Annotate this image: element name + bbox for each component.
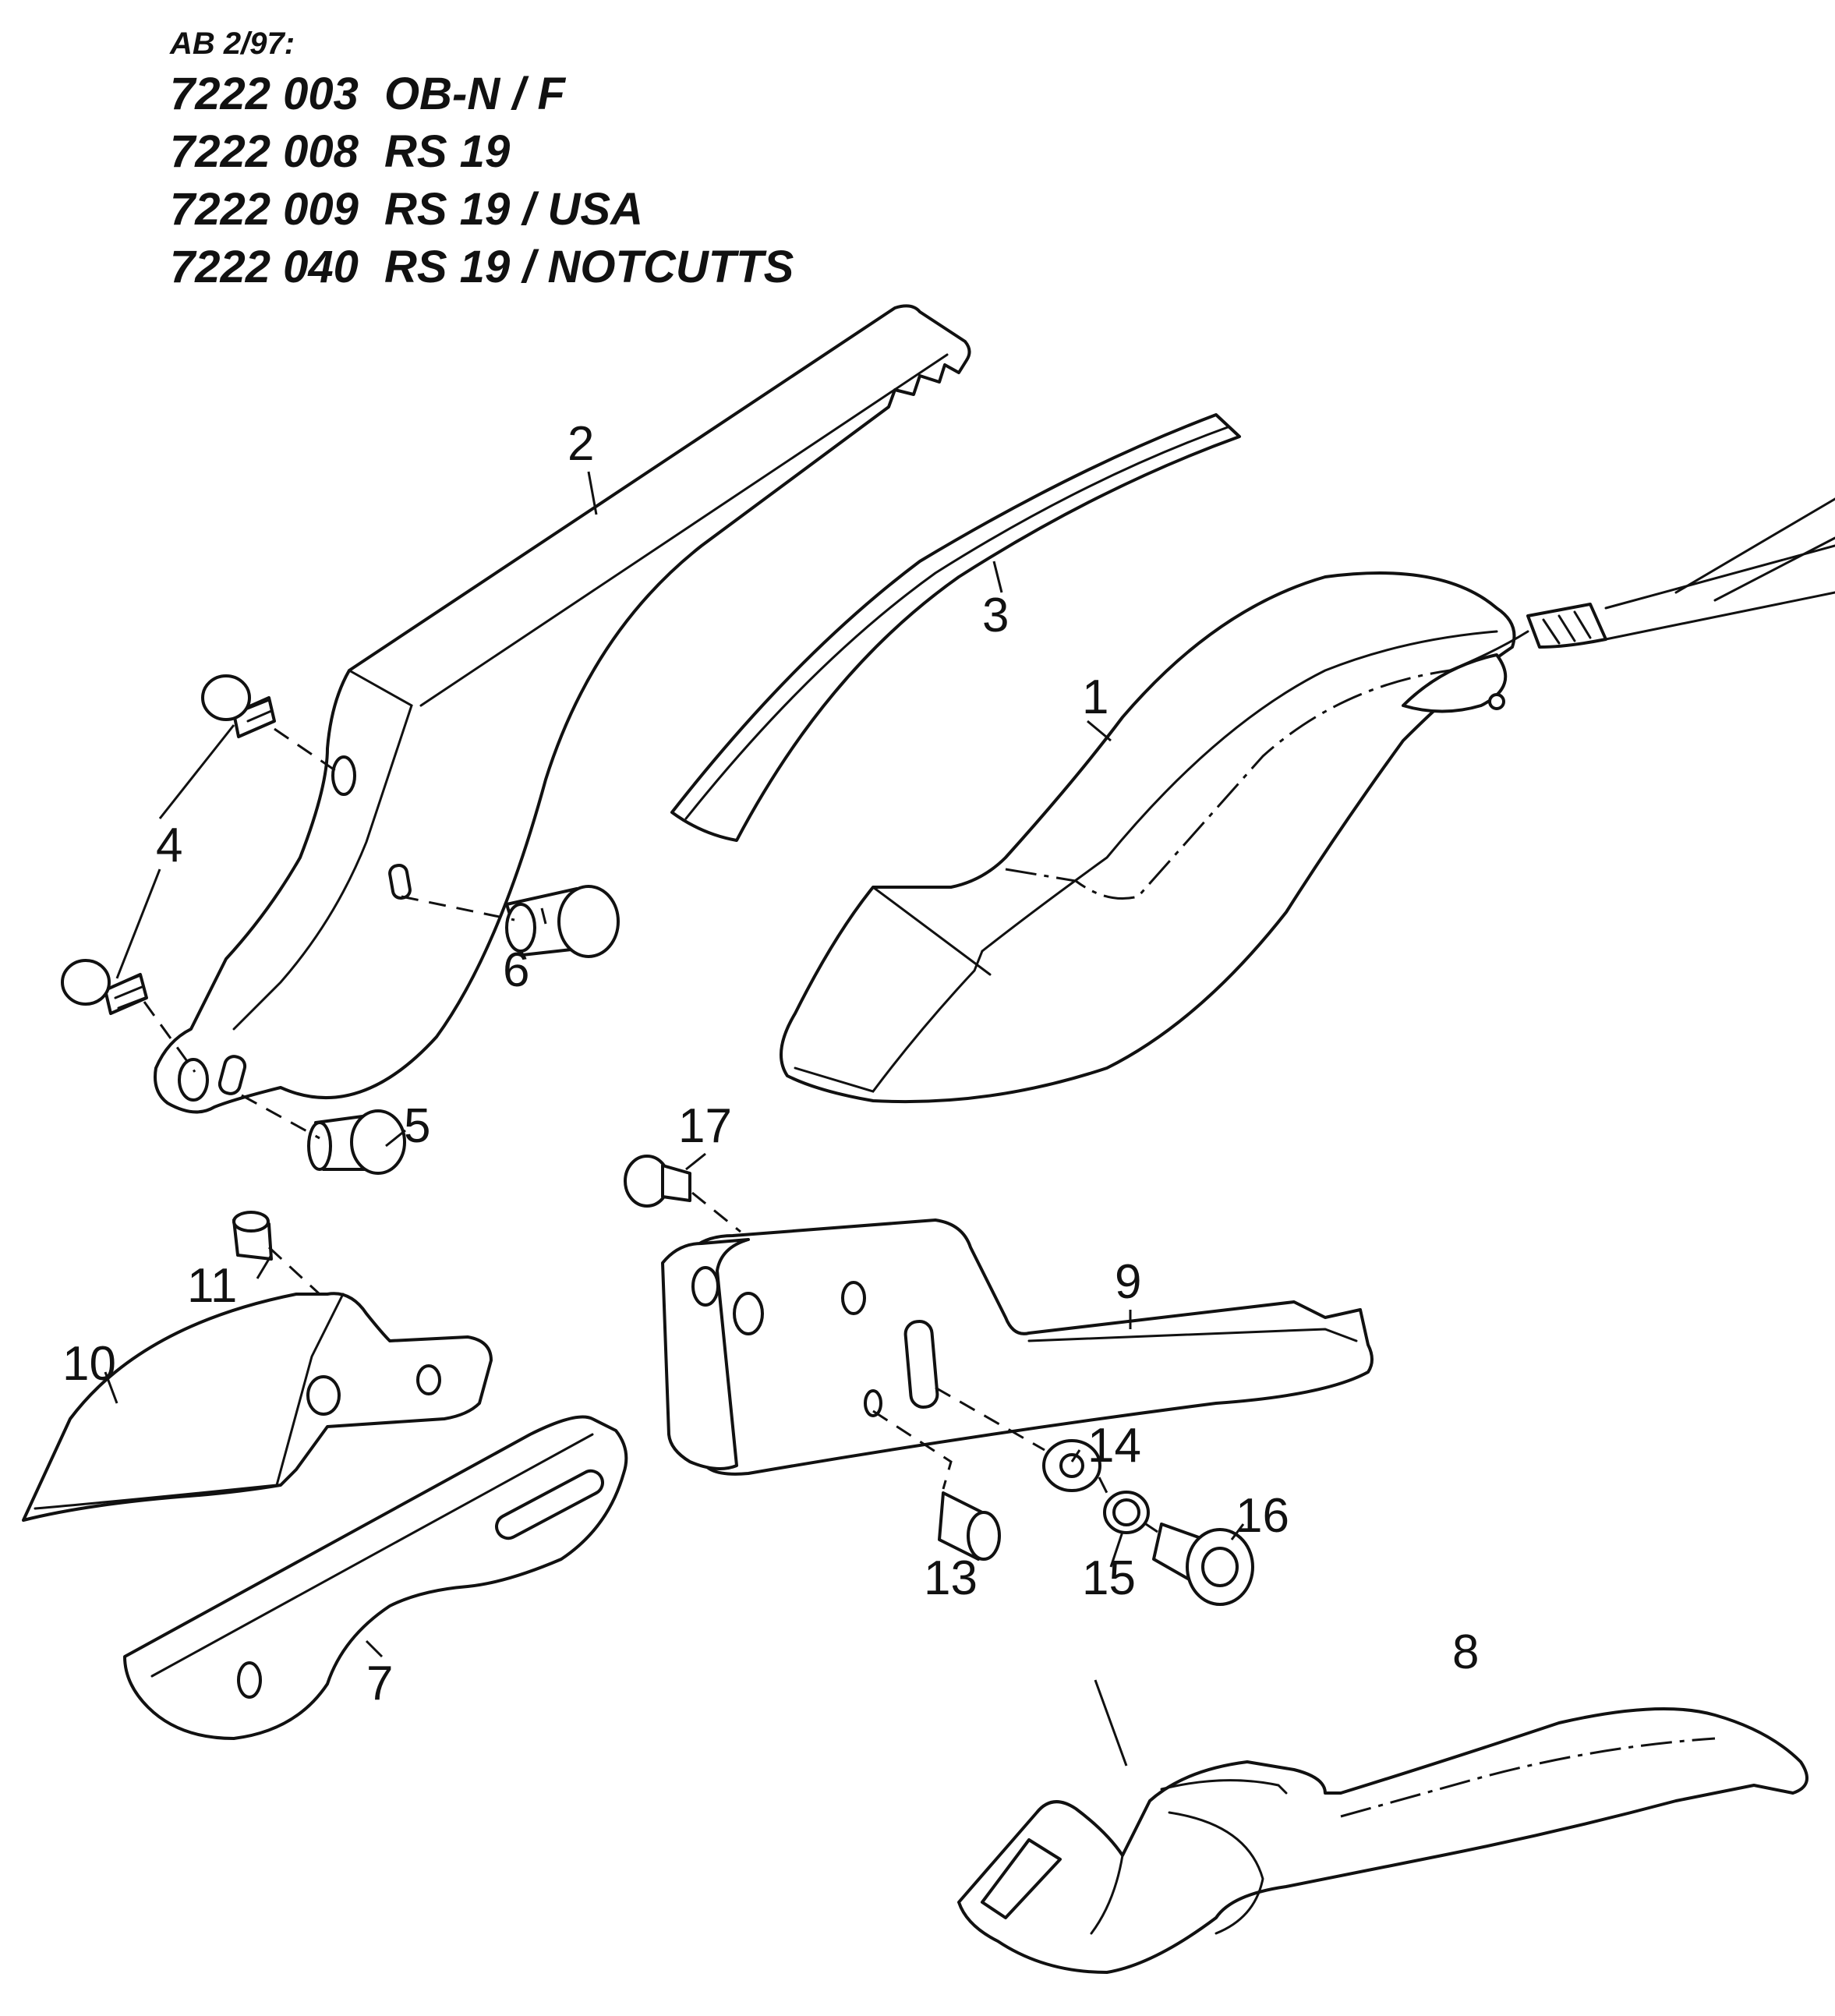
callout-5: 5 bbox=[404, 1099, 430, 1153]
model-name: OB-N / F bbox=[384, 69, 565, 119]
part-17-rivet bbox=[624, 1155, 691, 1208]
part-1-lower-handle bbox=[780, 497, 1835, 1104]
model-line: 7222 009 RS 19 / USA bbox=[170, 181, 794, 239]
callout-7: 7 bbox=[366, 1657, 393, 1710]
model-number: 7222 003 bbox=[170, 69, 359, 119]
part-4-screws bbox=[61, 674, 276, 1015]
part-8-grip-handle bbox=[957, 1707, 1808, 1974]
part-13-pin bbox=[938, 1491, 1001, 1561]
model-name: RS 19 / NOTCUTTS bbox=[384, 242, 794, 292]
assembly-lines bbox=[143, 727, 1158, 1533]
part-10-blade bbox=[22, 1292, 493, 1522]
callout-15: 15 bbox=[1082, 1551, 1136, 1605]
model-number: 7222 009 bbox=[170, 184, 359, 235]
part-11-pin bbox=[232, 1211, 273, 1261]
callout-11: 11 bbox=[187, 1259, 237, 1313]
callout-13: 13 bbox=[924, 1551, 978, 1605]
callout-16: 16 bbox=[1236, 1489, 1289, 1543]
model-name: RS 19 bbox=[384, 126, 511, 177]
part-14-washer bbox=[1042, 1439, 1101, 1492]
callout-9: 9 bbox=[1115, 1255, 1141, 1309]
part-16-bolt bbox=[1152, 1523, 1254, 1606]
model-number: 7222 040 bbox=[170, 242, 359, 292]
model-name: RS 19 / USA bbox=[384, 184, 643, 235]
model-line: 7222 040 RS 19 / NOTCUTTS bbox=[170, 239, 794, 296]
callout-3: 3 bbox=[982, 589, 1009, 642]
leader-lines bbox=[104, 471, 1245, 1767]
part-3-blade-strip bbox=[670, 413, 1241, 842]
part-15-washer bbox=[1103, 1491, 1150, 1534]
edition-label: AB 2/97: bbox=[170, 27, 295, 61]
part-9-anvil bbox=[661, 1218, 1374, 1476]
part-5-pin bbox=[307, 1109, 406, 1175]
callout-14: 14 bbox=[1087, 1419, 1141, 1473]
header-block: AB 2/97: 7222 003 OB-N / F 7222 008 RS 19 … bbox=[170, 22, 794, 296]
callout-4: 4 bbox=[156, 819, 182, 872]
callout-1: 1 bbox=[1082, 670, 1108, 724]
callout-6: 6 bbox=[503, 943, 529, 997]
model-line: 7222 003 OB-N / F bbox=[170, 65, 794, 123]
part-6-pin bbox=[505, 885, 620, 958]
callout-2: 2 bbox=[567, 417, 594, 471]
callout-8: 8 bbox=[1452, 1625, 1479, 1679]
callout-labels: 1 2 3 4 5 6 7 8 9 10 11 13 14 15 16 17 bbox=[62, 417, 1479, 1710]
callout-10: 10 bbox=[62, 1337, 116, 1391]
callout-17: 17 bbox=[678, 1099, 732, 1153]
part-2-upper-arm bbox=[154, 304, 971, 1114]
model-number: 7222 008 bbox=[170, 126, 359, 177]
model-line: 7222 008 RS 19 bbox=[170, 123, 794, 181]
part-7-blade-holder bbox=[123, 1415, 628, 1740]
